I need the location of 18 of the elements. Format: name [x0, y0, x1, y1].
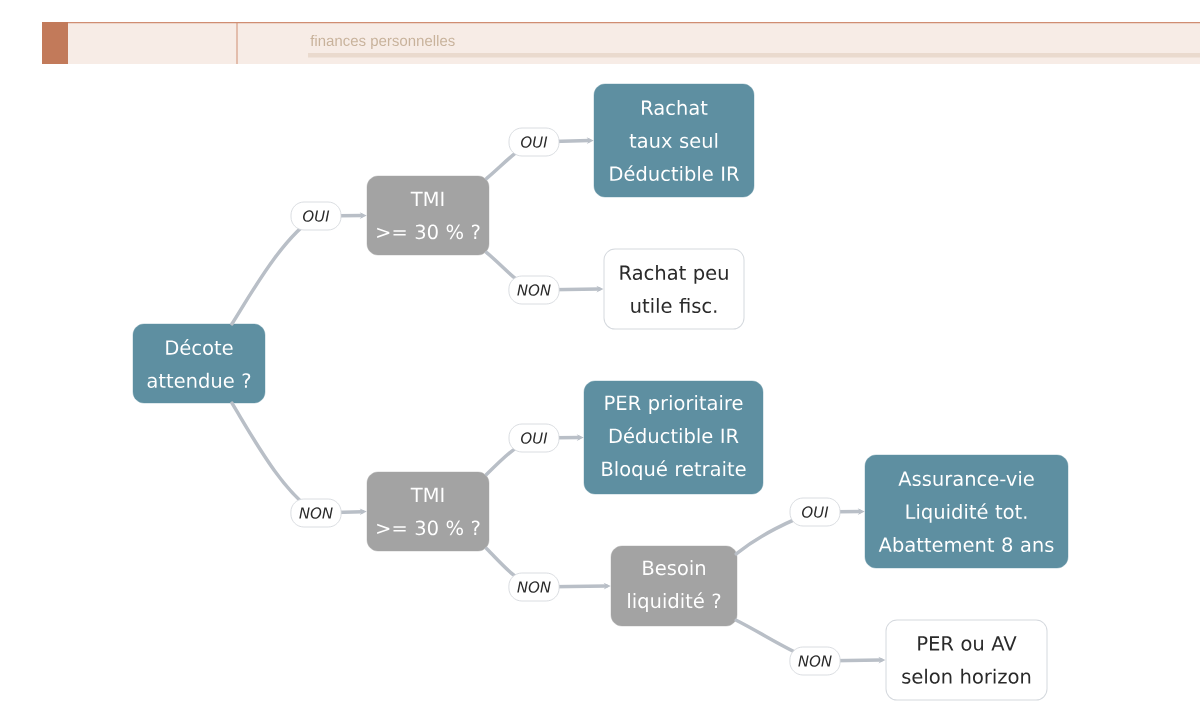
- decision-box: TMI >= 30 % ?: [366, 175, 490, 256]
- edge-label: OUI: [290, 201, 342, 231]
- result-box: Assurance-vie Liquidité tot. Abattement 8 ans: [864, 454, 1069, 569]
- decision-box: Décote attendue ?: [132, 323, 266, 404]
- edge-label: NON: [290, 498, 342, 528]
- edge-label: OUI: [789, 497, 841, 527]
- edge-label: OUI: [508, 423, 560, 453]
- result-box: PER prioritaire Déductible IR Bloqué retraite: [583, 380, 764, 495]
- result-box: PER ou AV selon horizon: [885, 619, 1048, 701]
- edge-label: OUI: [508, 127, 560, 157]
- decision-box: Besoin liquidité ?: [610, 545, 738, 627]
- result-box: Rachat taux seul Déductible IR: [593, 83, 755, 198]
- edge-label: NON: [789, 646, 841, 676]
- result-box: Rachat peu utile fisc.: [603, 248, 745, 330]
- edge-label: NON: [508, 572, 560, 602]
- edge-label: NON: [508, 275, 560, 305]
- decision-box: TMI >= 30 % ?: [366, 471, 490, 552]
- subtitle-text: finances personnelles: [310, 35, 455, 49]
